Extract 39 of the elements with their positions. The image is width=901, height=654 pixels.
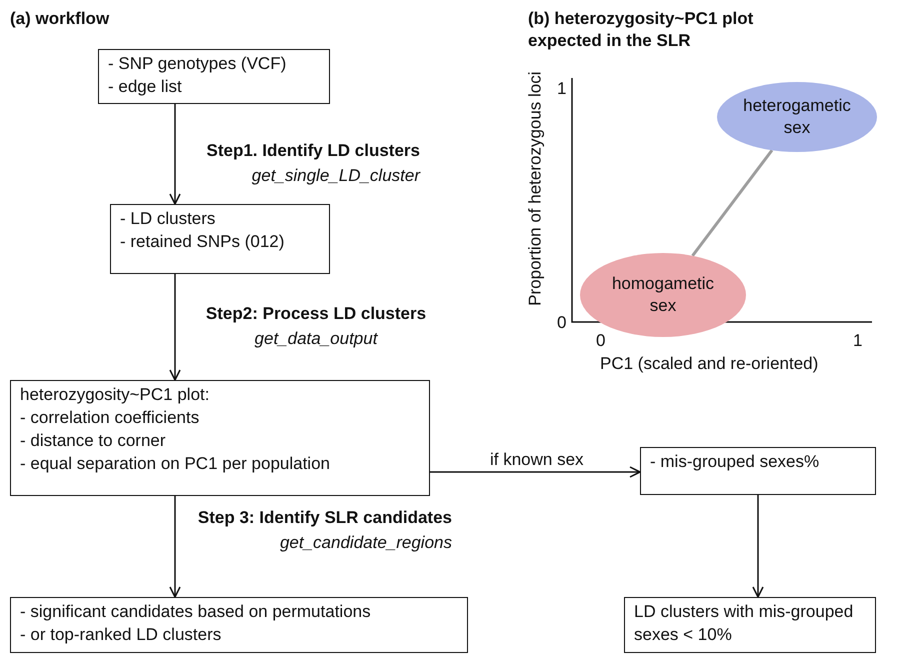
process-box xyxy=(624,597,876,653)
axis-title: PC1 (scaled and re-oriented) xyxy=(600,353,818,375)
box-text: LD clusters with mis-grouped sexes < 10% xyxy=(634,601,854,646)
tick-label: 0 xyxy=(557,312,566,334)
tick-label: 1 xyxy=(853,330,862,352)
process-box xyxy=(10,597,468,653)
ellipse-label: heterogametic sex xyxy=(742,94,852,139)
connector-line xyxy=(691,149,774,257)
arrow xyxy=(169,496,181,598)
panel-title: (a) workflow xyxy=(10,8,110,30)
axis-title: Proportion of heterozygous loci xyxy=(524,70,546,308)
data-ellipse xyxy=(717,82,877,152)
box-text: - correlation coefficients xyxy=(20,406,200,429)
process-box xyxy=(98,49,330,104)
arrow xyxy=(169,274,181,381)
box-text: - mis-grouped sexes% xyxy=(650,451,820,473)
arrow xyxy=(752,495,764,598)
edge-label: Step 3: Identify SLR candidates get_candidate_regions xyxy=(196,507,452,554)
arrow xyxy=(430,466,641,478)
edge-label: Step1. Identify LD clusters get_single_LD_cluster xyxy=(206,140,420,187)
edge-label: Step2: Process LD clusters get_data_output xyxy=(204,303,428,350)
process-box xyxy=(10,380,430,496)
box-text: - SNP genotypes (VCF) xyxy=(108,53,288,75)
box-text: - significant candidates based on permutations xyxy=(20,601,372,623)
box-text: - equal separation on PC1 per population xyxy=(20,452,331,475)
box-text: - edge list xyxy=(108,76,183,98)
edge-label: if known sex xyxy=(490,449,585,471)
box-text: - or top-ranked LD clusters xyxy=(20,624,222,646)
panel-title: (b) heterozygosity~PC1 plot expected in the SLR xyxy=(528,8,754,52)
tick-label: 0 xyxy=(596,330,606,352)
box-text: - distance to corner xyxy=(20,430,167,452)
box-heading: heterozygosity~PC1 plot: xyxy=(20,384,210,406)
process-box xyxy=(640,447,876,495)
arrow xyxy=(169,104,181,205)
ellipse-label: homogametic sex xyxy=(610,272,716,317)
box-text: - retained SNPs (012) xyxy=(120,230,286,253)
box-text: - LD clusters xyxy=(120,208,216,230)
tick-label: 1 xyxy=(557,78,566,100)
process-box xyxy=(110,204,330,274)
